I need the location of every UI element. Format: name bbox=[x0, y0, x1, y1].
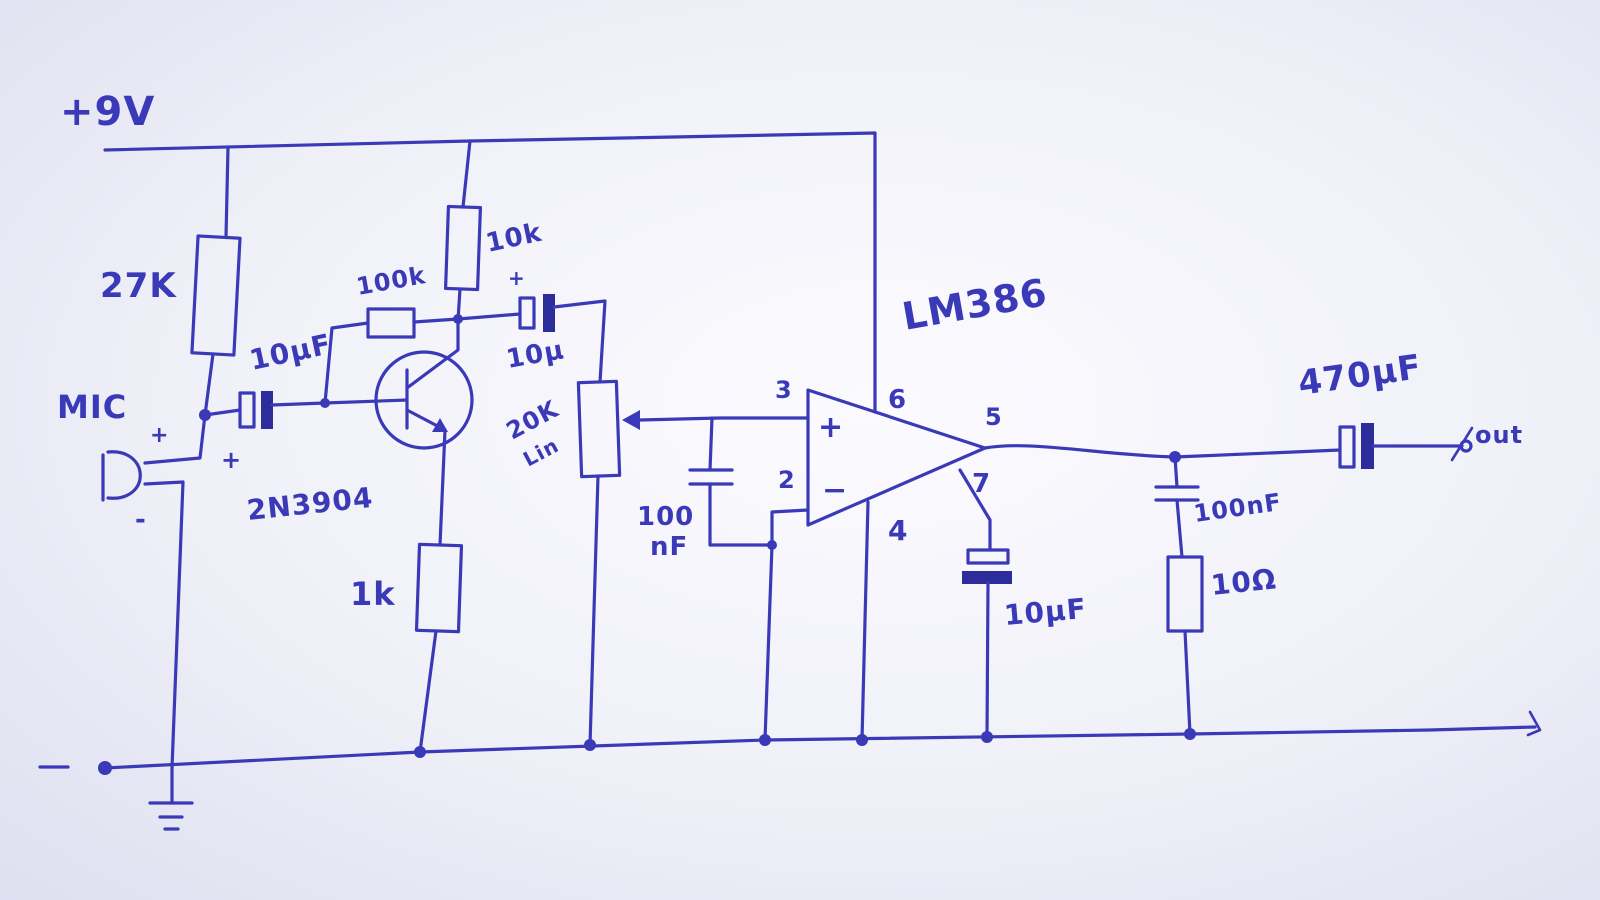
filter-cap-unit-label: nF bbox=[650, 532, 688, 562]
ic-name-label: LM386 bbox=[899, 270, 1051, 339]
bias-resistor-27k bbox=[190, 145, 242, 417]
microphone bbox=[101, 413, 207, 770]
mic-plus-label: + bbox=[150, 423, 169, 448]
output-cap-label: 470μF bbox=[1296, 347, 1425, 404]
feedback-resistor-100k bbox=[323, 307, 460, 405]
emitter-resistor-label: 1k bbox=[350, 575, 396, 613]
bypass-cap-label: 10μF bbox=[1003, 592, 1088, 632]
pin7-label: 7 bbox=[972, 469, 991, 499]
pot-value-label: 20K bbox=[502, 395, 564, 446]
pin3-label: 3 bbox=[775, 376, 793, 404]
ground-rail bbox=[38, 710, 1542, 775]
output-terminal-label: out bbox=[1475, 421, 1523, 449]
pin5-label: 5 bbox=[985, 403, 1003, 431]
supply-rail bbox=[103, 131, 877, 414]
input-capacitor bbox=[199, 391, 330, 429]
zobel-resistor-label: 10Ω bbox=[1209, 562, 1278, 602]
supply-label: +9V bbox=[60, 89, 155, 135]
noninverting-input-label: + bbox=[818, 410, 844, 445]
bias-resistor-label: 27K bbox=[100, 266, 177, 306]
lm386-amplifier bbox=[759, 388, 987, 746]
coupling-cap-plus-label: + bbox=[508, 266, 526, 290]
filter-cap-value-label: 100 bbox=[637, 502, 694, 532]
coupling-cap-label: 10μ bbox=[504, 335, 567, 375]
feedback-resistor-label: 100k bbox=[354, 261, 428, 301]
mic-minus-label: - bbox=[135, 505, 147, 535]
pin6-label: 6 bbox=[888, 385, 907, 415]
collector-resistor-label: 10k bbox=[483, 218, 544, 259]
zobel-network bbox=[1154, 455, 1204, 740]
output-capacitor-470uf bbox=[1338, 423, 1474, 469]
pin4-label: 4 bbox=[888, 514, 908, 547]
pin2-label: 2 bbox=[778, 466, 796, 494]
transistor-2n3904 bbox=[323, 318, 474, 547]
output-path bbox=[983, 444, 1342, 463]
inverting-input-label: − bbox=[822, 473, 848, 508]
emitter-resistor-1k bbox=[414, 542, 464, 758]
input-cap-label: 10μF bbox=[247, 327, 335, 376]
earth-ground-symbol bbox=[148, 766, 194, 831]
volume-potentiometer bbox=[576, 379, 810, 751]
coupling-capacitor bbox=[456, 294, 607, 384]
collector-resistor-10k bbox=[443, 139, 483, 324]
bypass-capacitor bbox=[958, 468, 1012, 743]
zobel-cap-label: 100nF bbox=[1192, 488, 1284, 528]
filter-capacitor-100nf bbox=[688, 416, 777, 550]
mic-label: MIC bbox=[57, 388, 127, 426]
input-cap-plus-label: + bbox=[221, 446, 242, 474]
transistor-label: 2N3904 bbox=[245, 481, 375, 527]
